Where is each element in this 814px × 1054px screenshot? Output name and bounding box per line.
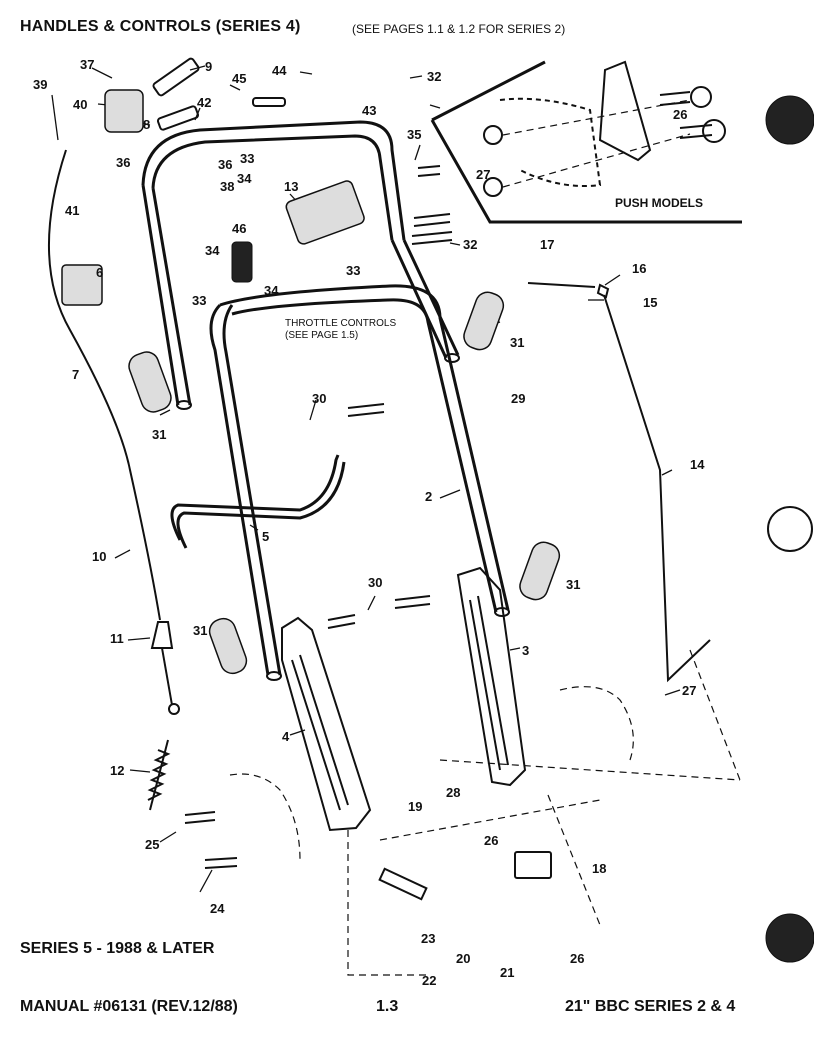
callout-46: 46 xyxy=(232,221,247,236)
callout-26c: 26 xyxy=(673,107,688,122)
callout-17: 17 xyxy=(540,237,555,252)
callout-5: 5 xyxy=(262,529,270,544)
throttle-note-line1: THROTTLE CONTROLS xyxy=(285,318,397,329)
small-parts xyxy=(61,57,561,901)
lower-handle xyxy=(209,284,510,681)
callout-18: 18 xyxy=(592,861,607,876)
callout-39: 39 xyxy=(33,77,48,92)
page-subtitle: (SEE PAGES 1.1 & 1.2 FOR SERIES 2) xyxy=(352,22,566,36)
callout-27b: 27 xyxy=(476,167,491,182)
callout-25: 25 xyxy=(145,837,160,852)
callout-42: 42 xyxy=(197,95,212,110)
callout-36: 36 xyxy=(218,157,233,172)
callout-26: 26 xyxy=(484,833,499,848)
upper-handle xyxy=(141,120,460,410)
callout-31: 31 xyxy=(510,335,525,350)
callout-38: 38 xyxy=(220,179,235,194)
callout-4: 4 xyxy=(282,729,290,744)
series-note: SERIES 5 - 1988 & LATER xyxy=(20,940,215,957)
callout-37: 37 xyxy=(80,57,95,72)
callout-43: 43 xyxy=(362,103,377,118)
callout-13: 13 xyxy=(284,179,299,194)
callout-32: 32 xyxy=(427,69,442,84)
callout-24: 24 xyxy=(210,901,225,916)
callout-19: 19 xyxy=(408,799,423,814)
callout-9: 9 xyxy=(205,59,213,74)
callout-31d: 31 xyxy=(193,623,208,638)
callout-28: 28 xyxy=(446,785,461,800)
callout-36b: 36 xyxy=(116,155,131,170)
callout-33b: 33 xyxy=(192,293,207,308)
model-label: 21" BBC SERIES 2 & 4 xyxy=(565,998,736,1015)
callout-33: 33 xyxy=(240,151,255,166)
control-rod xyxy=(527,282,711,683)
callout-30: 30 xyxy=(312,391,327,406)
side-brackets xyxy=(281,566,527,832)
push-models-inset-frame xyxy=(430,60,742,224)
callout-34b: 34 xyxy=(205,243,220,258)
mounting-hardware-dashes xyxy=(229,649,741,976)
callout-45: 45 xyxy=(232,71,247,86)
callout-8: 8 xyxy=(143,117,151,132)
callout-2: 2 xyxy=(425,489,433,504)
callout-44: 44 xyxy=(272,63,287,78)
bolts-and-fasteners xyxy=(184,165,453,869)
callout-30b: 30 xyxy=(368,575,383,590)
bail xyxy=(170,454,340,541)
callout-6: 6 xyxy=(96,265,104,280)
push-models-label: PUSH MODELS xyxy=(615,196,704,210)
callout-29: 29 xyxy=(511,391,526,406)
callout-32b: 32 xyxy=(463,237,478,252)
callout-33c: 33 xyxy=(346,263,361,278)
callout-35: 35 xyxy=(407,127,422,142)
throttle-note-line2: (SEE PAGE 1.5) xyxy=(285,330,359,341)
callout-14: 14 xyxy=(690,457,705,472)
callout-11: 11 xyxy=(110,631,124,646)
callout-22: 22 xyxy=(422,973,437,988)
inset-handle-bracket xyxy=(483,60,726,197)
callout-31b: 31 xyxy=(152,427,167,442)
callout-40: 40 xyxy=(73,97,88,112)
callout-16: 16 xyxy=(632,261,647,276)
callout-34: 34 xyxy=(237,171,252,186)
callout-3: 3 xyxy=(522,643,530,658)
page-number: 1.3 xyxy=(376,998,399,1015)
callout-leader-lines xyxy=(51,65,681,893)
callout-41: 41 xyxy=(65,203,80,218)
callout-27: 27 xyxy=(682,683,697,698)
callout-26b: 26 xyxy=(570,951,585,966)
callout-34c: 34 xyxy=(264,283,279,298)
callout-21: 21 xyxy=(500,965,515,980)
callout-12: 12 xyxy=(110,763,125,778)
callout-20: 20 xyxy=(456,951,471,966)
callout-23: 23 xyxy=(421,931,436,946)
cable-and-spring xyxy=(48,149,180,811)
callout-7: 7 xyxy=(72,367,80,382)
callout-15: 15 xyxy=(643,295,658,310)
page-title: HANDLES & CONTROLS (SERIES 4) xyxy=(20,18,301,35)
callout-10: 10 xyxy=(92,549,107,564)
manual-number: MANUAL #06131 (REV.12/88) xyxy=(20,998,238,1015)
callout-31c: 31 xyxy=(566,577,581,592)
